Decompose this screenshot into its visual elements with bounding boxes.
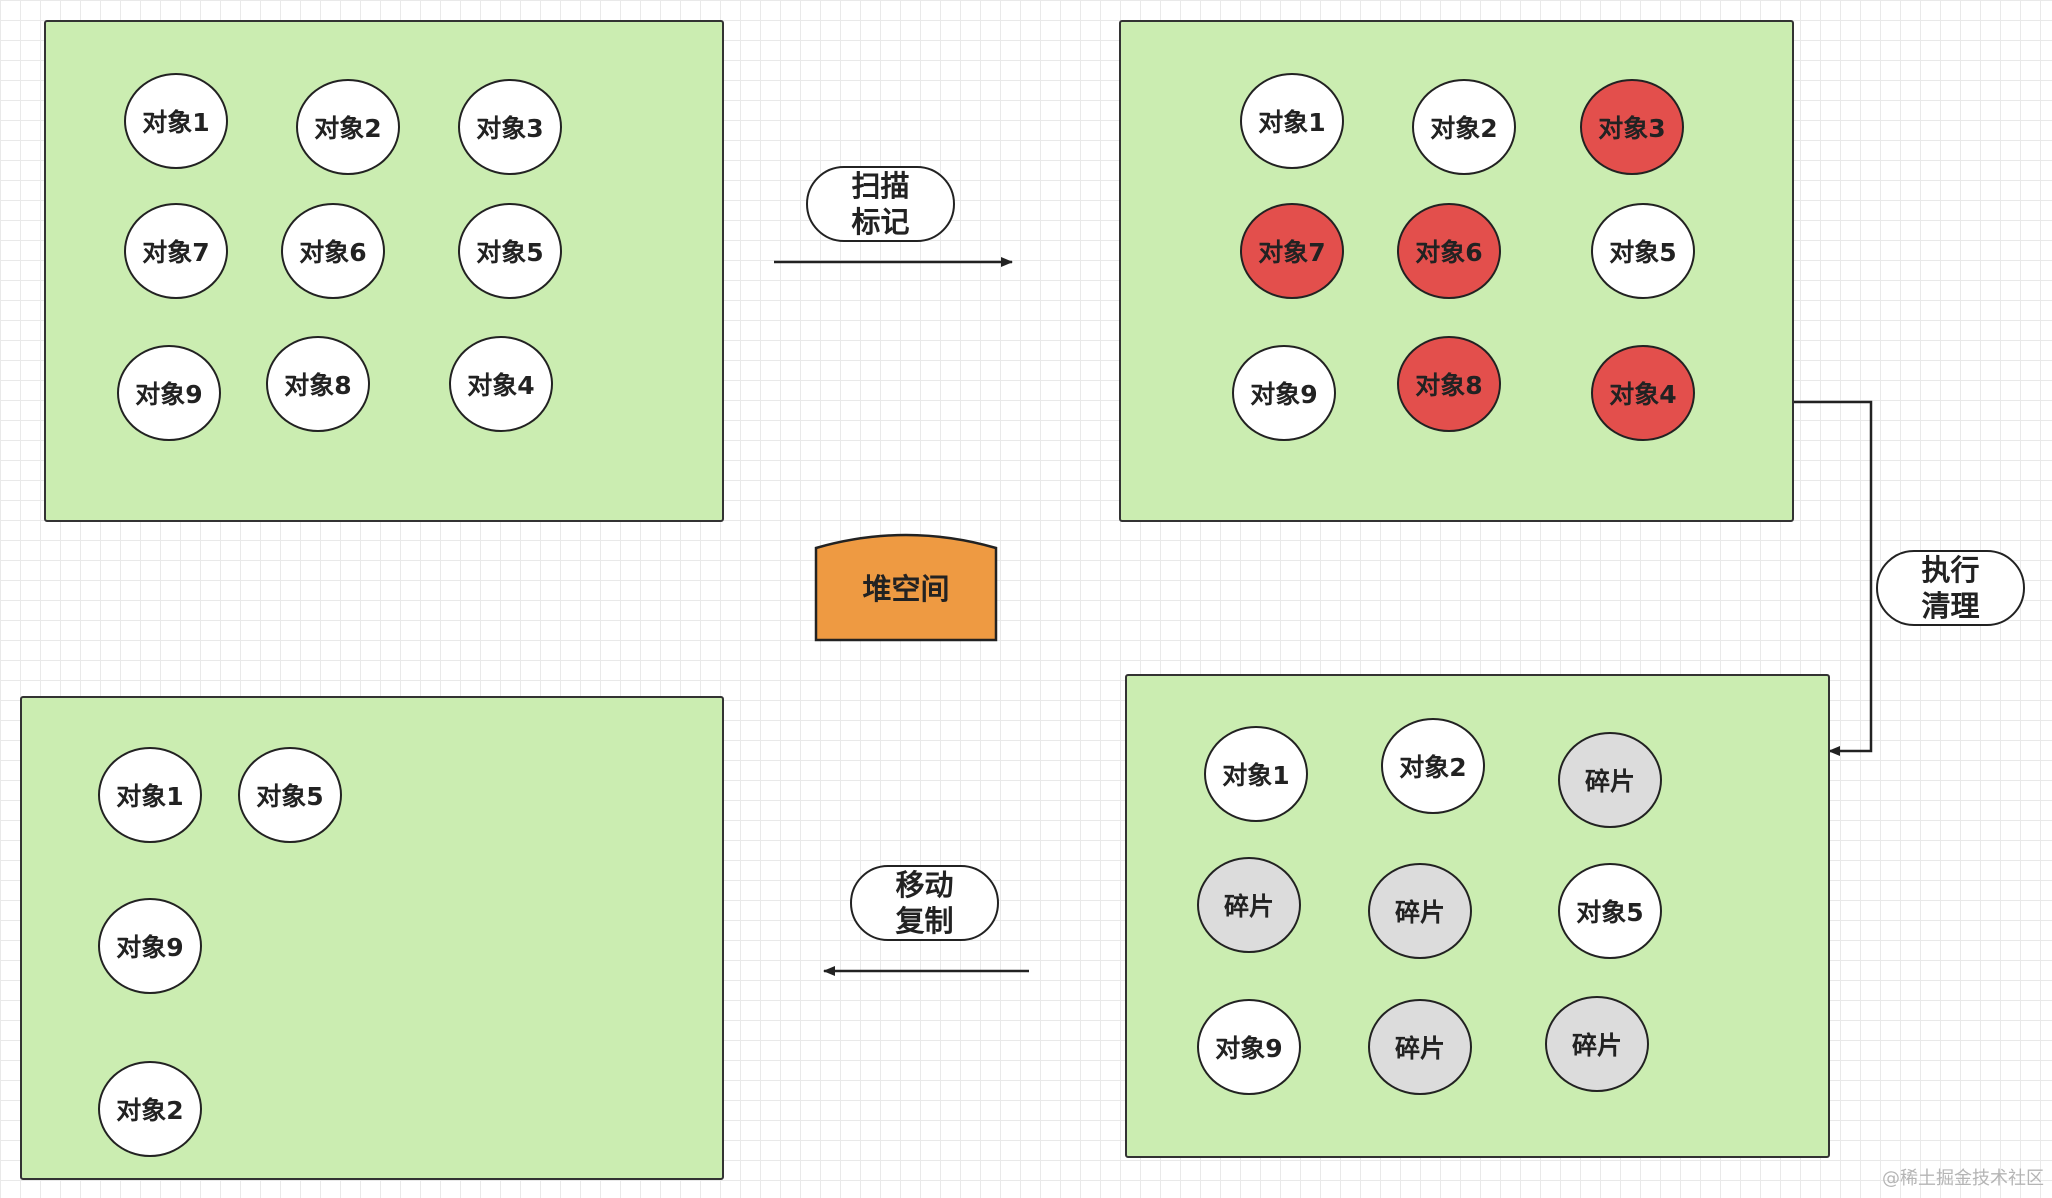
object-node: 对象4 xyxy=(449,336,553,432)
object-node: 对象2 xyxy=(1381,718,1485,814)
object-node: 对象7 xyxy=(124,203,228,299)
object-node: 对象9 xyxy=(1197,999,1301,1095)
object-node: 对象5 xyxy=(238,747,342,843)
object-node: 对象1 xyxy=(124,73,228,169)
marked-object-node: 对象4 xyxy=(1591,345,1695,441)
panel-initial: 对象1 对象2 对象3 对象7 对象6 对象5 对象9 对象8 对象4 xyxy=(44,20,724,522)
object-node: 对象5 xyxy=(458,203,562,299)
object-node: 对象1 xyxy=(98,747,202,843)
heap-space-label: 堆空间 xyxy=(862,572,950,606)
object-node: 对象5 xyxy=(1558,863,1662,959)
execute-clean-arrow xyxy=(1793,400,1873,756)
step-label-execute-clean: 执行 清理 xyxy=(1876,550,2025,626)
step-label-line: 复制 xyxy=(895,904,954,938)
object-node: 对象9 xyxy=(1232,345,1336,441)
fragment-node: 碎片 xyxy=(1545,996,1649,1092)
object-node: 对象8 xyxy=(266,336,370,432)
marked-object-node: 对象3 xyxy=(1580,79,1684,175)
step-label-line: 执行 xyxy=(1921,553,1980,587)
fragment-node: 碎片 xyxy=(1368,863,1472,959)
object-node: 对象1 xyxy=(1240,73,1344,169)
object-node: 对象2 xyxy=(98,1061,202,1157)
heap-space-shape xyxy=(814,533,998,642)
step-label-line: 扫描 xyxy=(851,169,910,203)
fragment-node: 碎片 xyxy=(1558,732,1662,828)
step-label-line: 移动 xyxy=(895,868,954,902)
object-node: 对象9 xyxy=(98,898,202,994)
panel-compacted: 对象1 对象5 对象9 对象2 xyxy=(20,696,724,1180)
object-node: 对象6 xyxy=(281,203,385,299)
object-node: 对象2 xyxy=(296,79,400,175)
panel-marked: 对象1 对象2 对象3 对象7 对象6 对象5 对象9 对象8 对象4 xyxy=(1119,20,1794,522)
step-label-line: 清理 xyxy=(1921,589,1980,623)
marked-object-node: 对象6 xyxy=(1397,203,1501,299)
object-node: 对象3 xyxy=(458,79,562,175)
object-node: 对象1 xyxy=(1204,726,1308,822)
object-node: 对象5 xyxy=(1591,203,1695,299)
object-node: 对象9 xyxy=(117,345,221,441)
panel-cleaned: 对象1 对象2 碎片 碎片 碎片 对象5 对象9 碎片 碎片 xyxy=(1125,674,1830,1158)
step-label-move-copy: 移动 复制 xyxy=(850,865,999,941)
object-node: 对象2 xyxy=(1412,79,1516,175)
watermark: @稀土掘金技术社区 xyxy=(1882,1168,2044,1189)
step-label-scan-mark: 扫描 标记 xyxy=(806,166,955,242)
marked-object-node: 对象7 xyxy=(1240,203,1344,299)
step-label-line: 标记 xyxy=(851,205,910,239)
fragment-node: 碎片 xyxy=(1368,999,1472,1095)
fragment-node: 碎片 xyxy=(1197,857,1301,953)
marked-object-node: 对象8 xyxy=(1397,336,1501,432)
